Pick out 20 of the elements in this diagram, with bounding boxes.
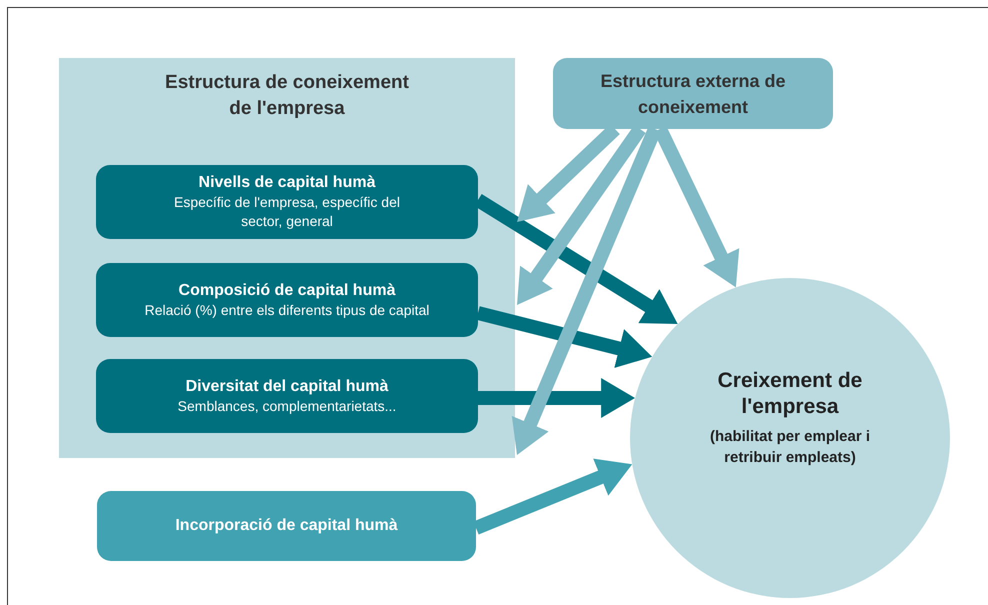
process-box [96, 263, 478, 337]
box-title: Composició de capital humà [178, 280, 396, 300]
box-description: Específic de l'empresa, específic del sector, general [172, 193, 401, 231]
box-title: Nivells de capital humà [198, 173, 376, 193]
circle-description: (habilitat per emplear i retribuir empleats) [708, 427, 872, 468]
process-box [96, 359, 478, 433]
box-title: Diversitat del capital humà [186, 376, 388, 396]
box-description: Relació (%) entre els diferents tipus de capital [144, 300, 430, 320]
arrow [478, 378, 636, 418]
process-box [97, 491, 476, 561]
panel-title: Estructura de coneixement de l'empresa [164, 71, 410, 121]
process-box [96, 165, 478, 239]
box-description: Semblances, complementarietats... [176, 396, 398, 416]
arrow [476, 306, 654, 368]
box-title: Estructura externa de coneixement [599, 70, 787, 118]
circle-title: Creixement de l'empresa [716, 368, 864, 420]
box-title: Incorporació de capital humà [175, 516, 398, 536]
group-panel [59, 58, 515, 458]
process-box [553, 58, 833, 129]
arrow [473, 458, 635, 534]
